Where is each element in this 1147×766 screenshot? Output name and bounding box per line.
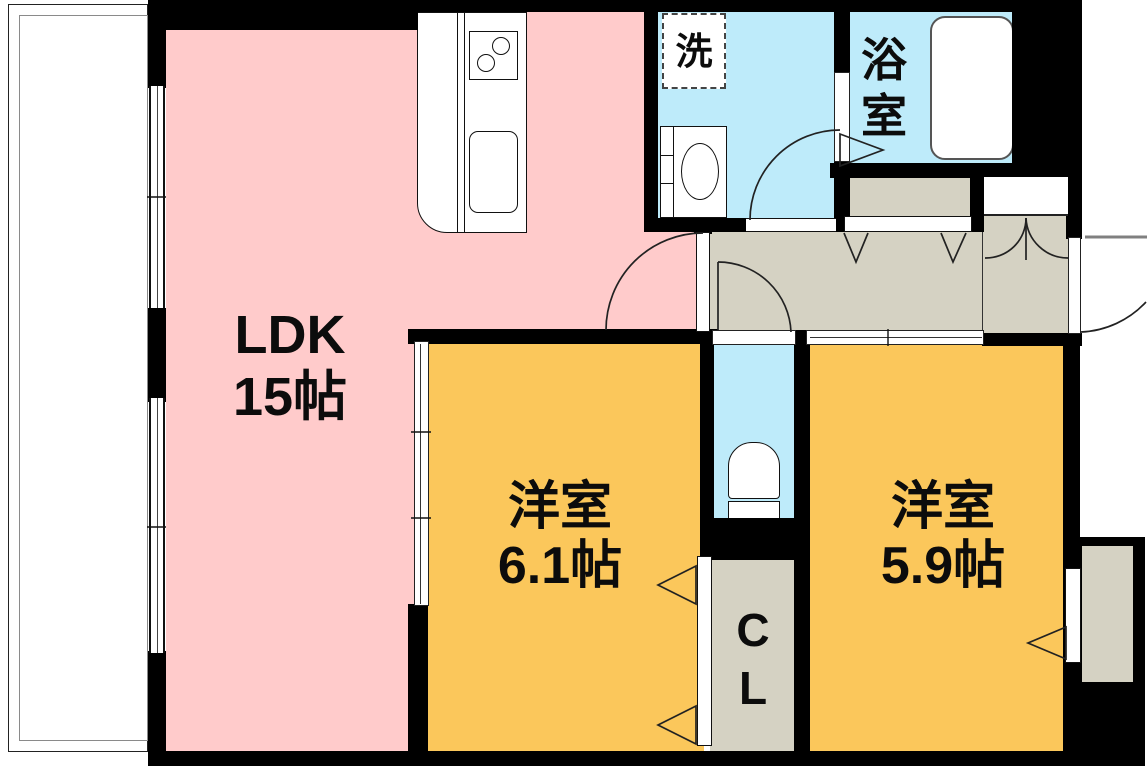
entrance-floor (982, 214, 1070, 334)
bathroom-label-char2: 室 (861, 90, 907, 143)
room-ldk-size: 15帖 (232, 366, 348, 427)
room-ldk-floor-left (166, 28, 417, 753)
bathtub-icon (930, 16, 1014, 160)
wall-hallway-bedroom1 (408, 329, 718, 344)
wall-bathroom-bottom (830, 163, 1082, 178)
wall-toilet-right (794, 330, 810, 522)
storage-folding-door (844, 216, 972, 232)
bedroom1-sliding-door-track (420, 344, 421, 604)
closet-cl-label: C L (728, 602, 778, 717)
room-bedroom-5-9-size: 5.9帖 (880, 537, 1006, 596)
room-bedroom-6-1-name: 洋室 (507, 478, 612, 536)
washer-pan-icon (662, 13, 726, 89)
wall-top-right-block (1012, 0, 1082, 177)
wall-washroom-left (644, 0, 658, 232)
wall-left-b (148, 308, 166, 402)
washroom-door-opening (746, 218, 836, 232)
wall-toilet-left (700, 330, 714, 522)
wall-left-a (148, 0, 166, 88)
window-ldk-upper (149, 86, 165, 308)
entry-door-arc (1080, 301, 1147, 333)
room-bedroom-6-1-label: 洋室 6.1帖 (460, 478, 660, 597)
kitchen-counter-divider2 (464, 12, 465, 233)
closet-bedroom2-door (1065, 568, 1081, 663)
wall-storage-right (970, 177, 984, 232)
balcony-inner-line (19, 15, 148, 741)
bathroom-door (834, 72, 850, 162)
wall-toilet-closet (700, 518, 810, 560)
stove-icon (469, 31, 518, 80)
window-ldk-lower (149, 398, 165, 653)
room-ldk-name: LDK (234, 305, 346, 365)
bedroom2-sliding-door-track (810, 337, 982, 338)
wall-entry-top (1066, 177, 1082, 239)
closet-cl-folding-door (697, 556, 712, 746)
stove-burner-icon (492, 37, 510, 55)
washbasin-bowl-icon (681, 143, 719, 200)
wall-bedroom2-right-top (1063, 344, 1080, 570)
room-ldk-floor-hall (646, 230, 698, 331)
ldk-hallway-door-leaf (696, 232, 710, 332)
bathroom-label-char1: 浴 (861, 34, 907, 86)
wall-bottom-right-block (1070, 690, 1145, 753)
room-bedroom-5-9-floor (806, 342, 1067, 753)
wall-divider-bottom (408, 604, 428, 753)
bathroom-label: 浴 室 (858, 32, 910, 144)
room-bedroom-6-1-floor (424, 341, 704, 753)
wall-left-c (148, 651, 166, 753)
entrance-alcove (984, 177, 1068, 216)
wall-ldk-door-stub (694, 218, 712, 234)
wall-top-kitchen (415, 0, 660, 12)
washbasin-shelf (661, 183, 673, 184)
closet-cl-char1: C (736, 604, 770, 656)
wall-entrance-bottom (982, 333, 1082, 346)
stove-burner-icon (477, 54, 495, 72)
wall-bathroom-left-top (834, 0, 850, 74)
washbasin-shelf (661, 155, 673, 156)
hallway-floor (706, 230, 984, 333)
entry-door-leaf (1068, 237, 1081, 334)
washbasin-divider (673, 126, 674, 218)
room-ldk-label: LDK 15帖 (195, 305, 385, 428)
toilet-door-opening (712, 330, 796, 345)
balcony (8, 4, 148, 752)
washer-label: 洗 (675, 31, 713, 72)
closet-cl-floor (710, 556, 798, 753)
bedroom1-sliding-door (414, 341, 429, 606)
kitchen-sink-icon (469, 131, 518, 213)
kitchen-counter-divider (457, 12, 458, 233)
closet-cl-char2: L (738, 661, 768, 714)
wall-closet-right (794, 558, 810, 758)
toilet-bowl-icon (728, 442, 780, 499)
room-bedroom-6-1-size: 6.1帖 (497, 537, 623, 596)
closet-bedroom2-floor (1082, 546, 1133, 682)
room-bedroom-5-9-label: 洋室 5.9帖 (843, 478, 1043, 597)
wall-top-left (148, 0, 418, 30)
wall-bottom (148, 751, 1145, 766)
storage-closet-floor (844, 175, 974, 220)
room-bedroom-5-9-name: 洋室 (890, 478, 995, 536)
